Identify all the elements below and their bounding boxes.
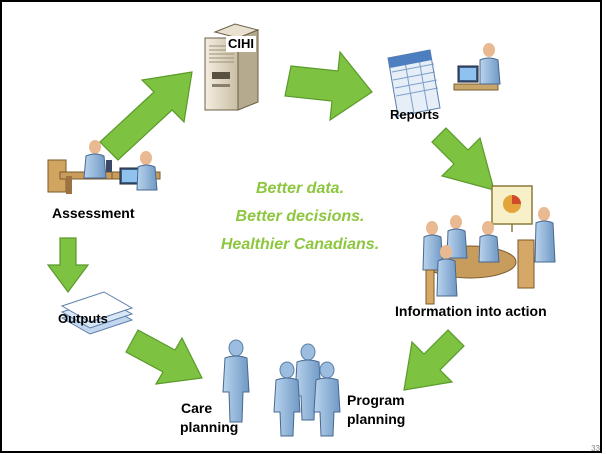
assessment-people-icon — [47, 140, 161, 194]
people-group-icon — [273, 343, 341, 437]
worker-at-computer-icon — [453, 43, 501, 91]
assessment-label: Assessment — [52, 205, 135, 221]
arrow-outputs-to-care — [125, 329, 203, 385]
slogan-line-3: Healthier Canadians. — [220, 236, 380, 253]
reports-label: Reports — [390, 107, 440, 122]
page-number: 33 — [591, 444, 600, 453]
arrow-reports-to-action — [431, 127, 495, 191]
program-planning-label-line2: planning — [347, 411, 406, 427]
spreadsheet-icon — [387, 49, 441, 117]
care-planning-label-line2: planning — [180, 419, 239, 435]
arrow-assessment-to-cihi — [99, 71, 193, 161]
person-icon — [222, 339, 250, 423]
outputs-label: Outputs — [58, 311, 108, 326]
meeting-presentation-icon — [422, 185, 556, 305]
program-planning-label-line1: Program — [347, 392, 405, 408]
cihi-label: CIHI — [226, 36, 256, 52]
care-planning-label-line1: Care — [181, 400, 213, 416]
slogan-line-1: Better data. — [255, 180, 345, 197]
arrow-action-to-program — [403, 329, 465, 391]
arrow-assessment-to-outputs — [46, 237, 90, 294]
slogan-line-2: Better decisions. — [235, 208, 365, 225]
stacked-documents-icon — [60, 291, 134, 335]
arrow-cihi-to-reports — [284, 50, 373, 122]
information-into-action-label: Information into action — [395, 303, 547, 319]
